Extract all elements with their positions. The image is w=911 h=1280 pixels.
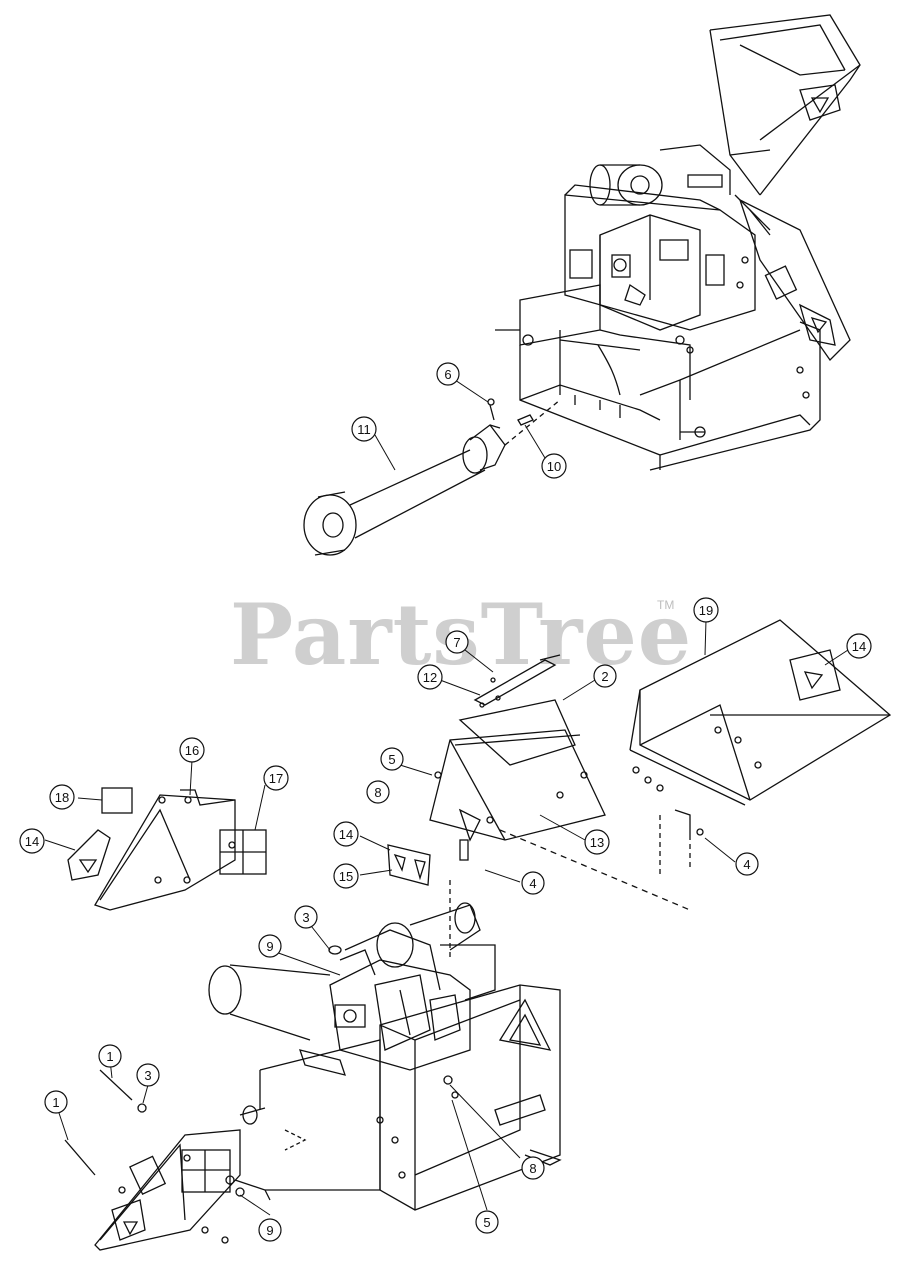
callout-15: 15 xyxy=(333,863,359,889)
leader-lines xyxy=(44,379,849,1216)
callout-6: 6 xyxy=(436,362,460,386)
callout-4-hopper: 4 xyxy=(735,852,759,876)
callout-14-left-panel: 14 xyxy=(19,828,45,854)
svg-text:12: 12 xyxy=(423,670,437,685)
svg-text:18: 18 xyxy=(55,790,69,805)
callout-14-hopper: 14 xyxy=(846,633,872,659)
callout-19: 19 xyxy=(693,597,719,623)
shaft-assembly xyxy=(303,398,561,556)
svg-text:14: 14 xyxy=(25,834,39,849)
svg-text:9: 9 xyxy=(266,1223,273,1238)
svg-text:9: 9 xyxy=(266,939,273,954)
callout-3-top: 3 xyxy=(294,905,318,929)
trademark-symbol: TM xyxy=(657,598,675,612)
callout-14-chute: 14 xyxy=(333,821,359,847)
svg-text:11: 11 xyxy=(357,422,371,437)
svg-text:15: 15 xyxy=(339,869,353,884)
left-side-panel xyxy=(67,787,267,911)
callout-3-bottom: 3 xyxy=(136,1063,160,1087)
svg-text:8: 8 xyxy=(374,785,381,800)
feed-hopper xyxy=(629,619,892,875)
callout-9-bottom: 9 xyxy=(258,1218,282,1242)
callout-18: 18 xyxy=(49,784,75,810)
main-housing-assembly xyxy=(208,902,562,1211)
callout-8-chute: 8 xyxy=(366,780,390,804)
callout-8-bottom: 8 xyxy=(521,1156,545,1180)
callout-12: 12 xyxy=(417,664,443,690)
callout-1-lower: 1 xyxy=(44,1090,68,1114)
svg-text:7: 7 xyxy=(453,635,460,650)
assembled-chipper xyxy=(495,14,861,471)
svg-text:2: 2 xyxy=(601,669,608,684)
svg-text:8: 8 xyxy=(529,1161,536,1176)
callout-10: 10 xyxy=(541,453,567,479)
svg-text:4: 4 xyxy=(529,876,536,891)
svg-text:19: 19 xyxy=(699,603,713,618)
front-side-panel xyxy=(64,1069,245,1251)
svg-text:5: 5 xyxy=(388,752,395,767)
svg-text:16: 16 xyxy=(185,743,199,758)
callout-2: 2 xyxy=(593,664,617,688)
svg-text:5: 5 xyxy=(483,1215,490,1230)
svg-text:13: 13 xyxy=(590,835,604,850)
callout-5-chute: 5 xyxy=(380,747,404,771)
callout-5-bottom: 5 xyxy=(475,1210,499,1234)
svg-text:14: 14 xyxy=(339,827,353,842)
callout-13: 13 xyxy=(584,829,610,855)
svg-text:10: 10 xyxy=(547,459,561,474)
callout-17: 17 xyxy=(263,765,289,791)
svg-text:1: 1 xyxy=(52,1095,59,1110)
callout-7: 7 xyxy=(445,630,469,654)
svg-text:4: 4 xyxy=(743,857,750,872)
svg-text:6: 6 xyxy=(444,367,451,382)
callout-16: 16 xyxy=(179,737,205,763)
callout-11: 11 xyxy=(351,416,377,442)
svg-text:3: 3 xyxy=(302,910,309,925)
callout-1-upper: 1 xyxy=(98,1044,122,1068)
callout-9-top: 9 xyxy=(258,934,282,958)
svg-text:1: 1 xyxy=(106,1049,113,1064)
svg-text:3: 3 xyxy=(144,1068,151,1083)
discharge-chute xyxy=(387,654,691,960)
svg-text:17: 17 xyxy=(269,771,283,786)
callout-4-chute: 4 xyxy=(521,871,545,895)
svg-text:14: 14 xyxy=(852,639,866,654)
